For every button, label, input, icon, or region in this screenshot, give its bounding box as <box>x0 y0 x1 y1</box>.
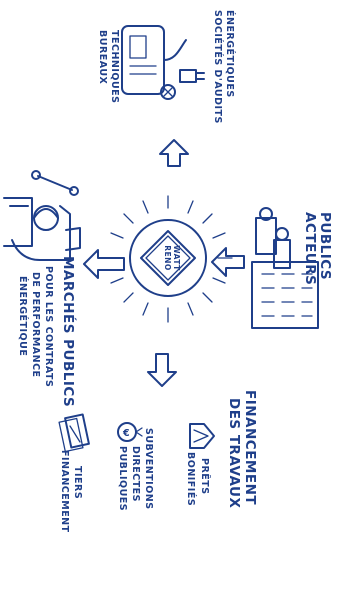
arrow-down <box>148 354 176 386</box>
arrow-left <box>84 250 124 278</box>
logo-line2: WATT <box>172 245 181 271</box>
label-prets-line1: PRÊTS <box>199 458 211 495</box>
label-bureaux-line1: BUREAUX <box>97 30 108 85</box>
label-subventions-line3: PUBLIQUES <box>117 446 128 511</box>
label-acteurs-line2: PUBLICS <box>317 212 333 280</box>
banknotes-icon <box>59 414 89 451</box>
handshake-icon <box>190 424 214 448</box>
svg-text:€: € <box>122 428 130 439</box>
label-subventions-line2: DIRECTES <box>130 446 141 502</box>
label-financement-line2: DES TRAVAUX <box>226 398 242 509</box>
label-marches-line2: POUR LES CONTRATS <box>43 266 54 387</box>
label-marches-line1: MARCHÉS PUBLICS <box>60 256 77 407</box>
renowatt-logo: RENO WATT <box>141 231 195 285</box>
label-subventions-line1: SUBVENTIONS <box>143 428 154 510</box>
label-financement-line1: FINANCEMENT <box>242 390 258 505</box>
label-marches-line3: DE PERFORMANCE <box>30 272 41 378</box>
label-societes-audits-line2: ÉNERGÉTIQUES <box>224 10 236 98</box>
arrow-up <box>160 140 188 166</box>
label-societes-audits-line1: SOCIÉTÉS D'AUDITS <box>212 10 224 124</box>
label-tiers-line2: FINANCEMENT <box>59 450 70 533</box>
label-bureaux-line2: TECHNIQUES <box>109 30 120 104</box>
arrow-from-right <box>212 248 244 276</box>
audit-device-illustration <box>122 26 204 99</box>
money-bag-icon: € <box>118 423 142 441</box>
logo-line1: RENO <box>163 245 172 271</box>
label-tiers-line1: TIERS <box>72 466 83 499</box>
label-acteurs-line1: ACTEURS <box>302 212 318 285</box>
label-prets-line2: BONIFIÉS <box>185 452 197 506</box>
worker-illustration <box>4 171 80 260</box>
label-marches-line4: ÉNERGÉTIQUE <box>17 276 29 356</box>
